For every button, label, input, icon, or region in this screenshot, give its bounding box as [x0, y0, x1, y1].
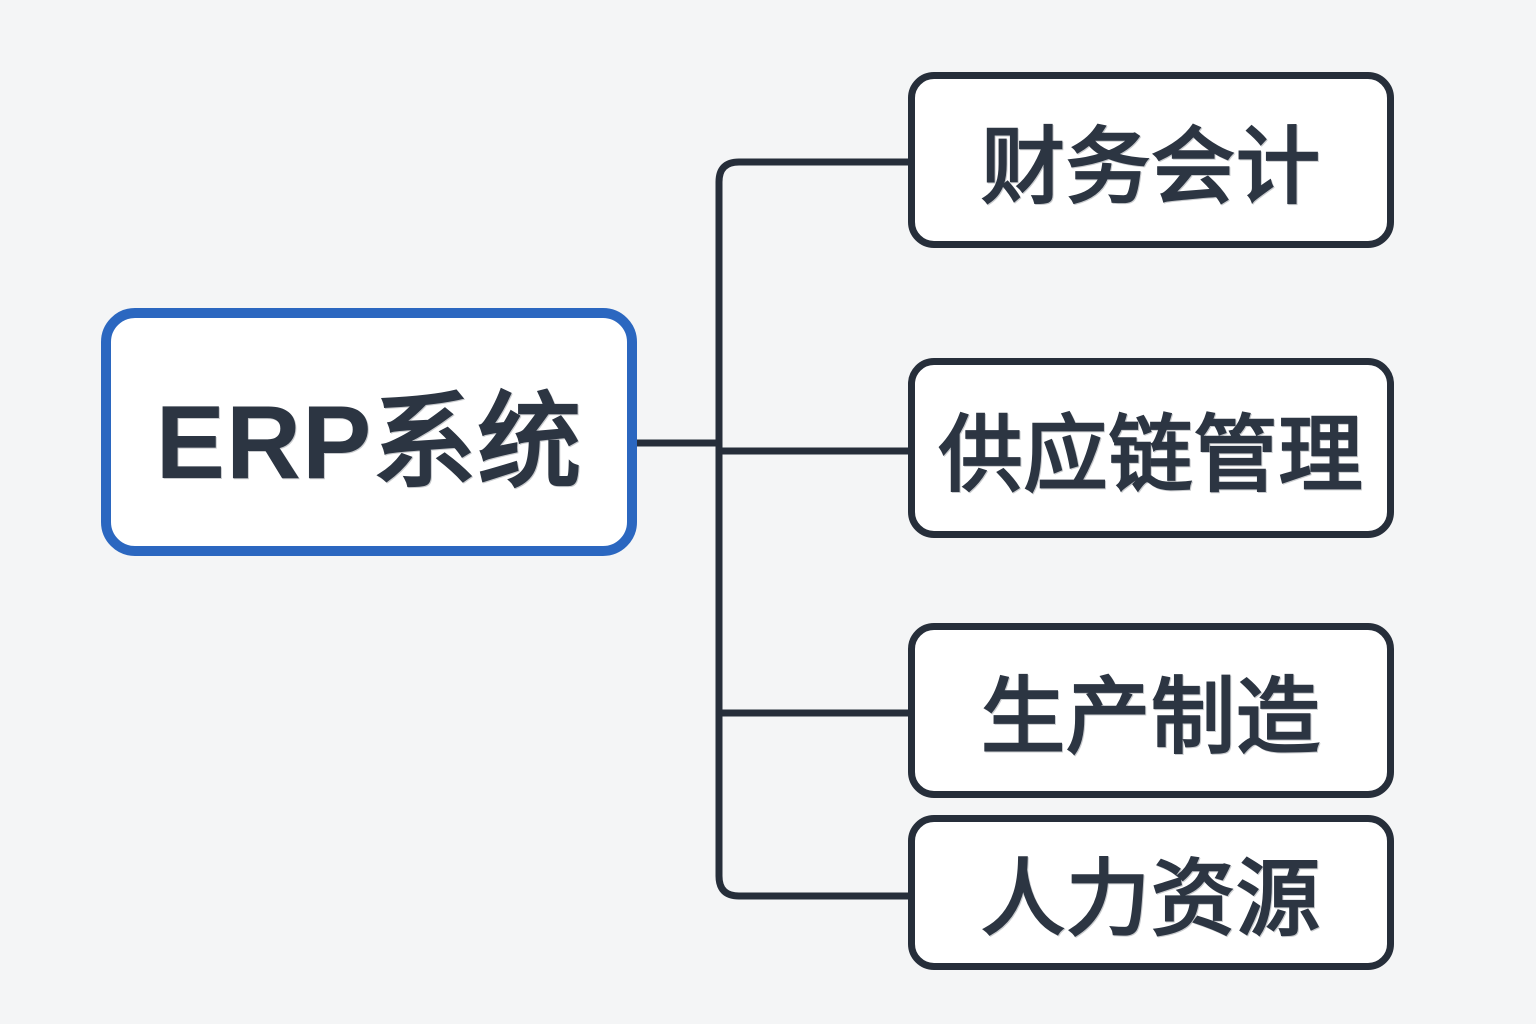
node-manufacturing[interactable]: 生产制造: [908, 623, 1394, 798]
node-finance-accounting-label: 财务会计: [980, 119, 1321, 214]
node-finance-accounting[interactable]: 财务会计: [908, 72, 1394, 248]
node-root-label: ERP系统: [155, 384, 583, 501]
node-root-erp-system[interactable]: ERP系统: [101, 308, 637, 556]
node-manufacturing-label: 生产制造: [980, 670, 1321, 764]
node-human-resources[interactable]: 人力资源: [908, 815, 1394, 970]
node-human-resources-label: 人力资源: [980, 852, 1321, 946]
node-supply-chain-label: 供应链管理: [938, 407, 1364, 502]
node-supply-chain[interactable]: 供应链管理: [908, 358, 1394, 538]
connector-trunk-with-top-bottom-branches: [715, 158, 914, 900]
